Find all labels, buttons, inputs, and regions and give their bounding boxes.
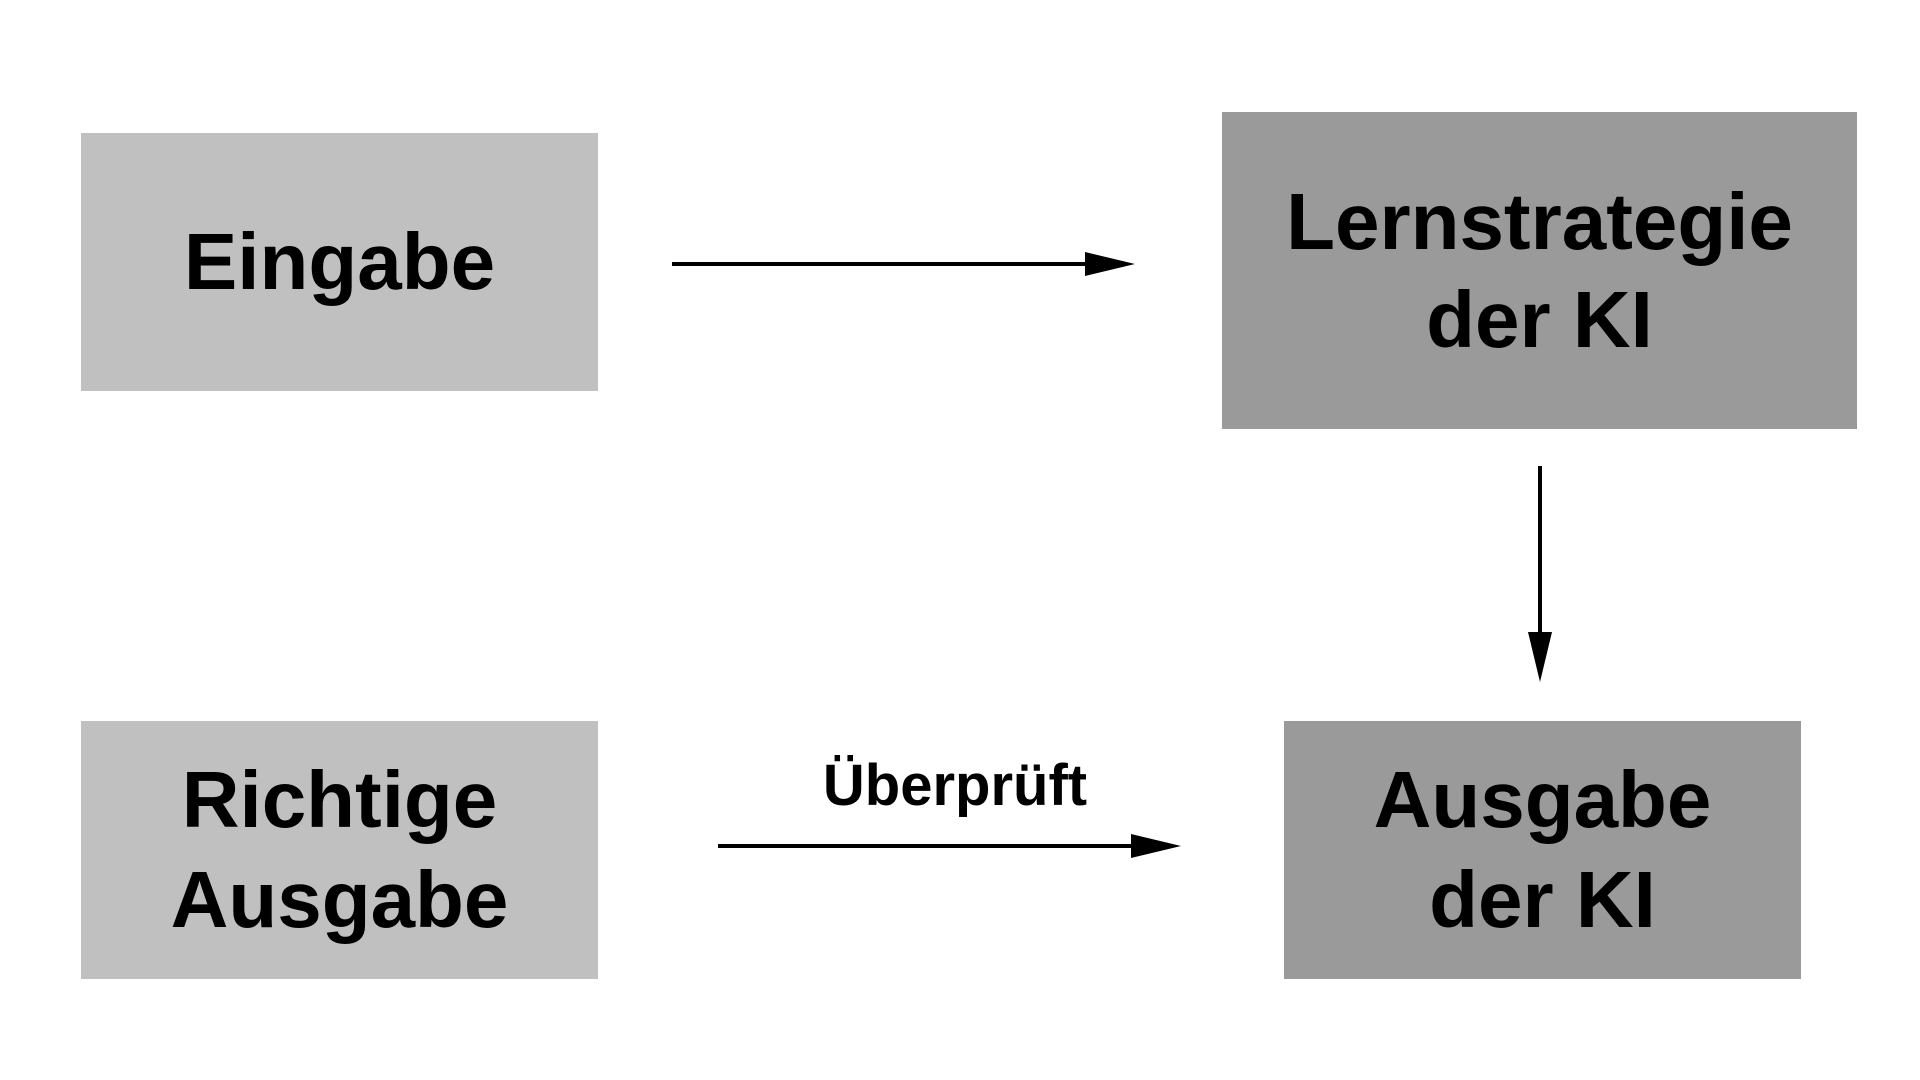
node-learning-strategy-label-line-2: der KI	[1426, 274, 1653, 364]
node-correct-output-label-line-2: Ausgabe	[170, 855, 509, 944]
node-ai-output: Ausgabe der KI	[1284, 721, 1801, 979]
node-correct-output: Richtige Ausgabe	[81, 721, 598, 979]
node-input-label: Eingabe	[183, 217, 496, 306]
node-ai-output-label-line-1: Ausgabe	[1373, 755, 1712, 844]
edge-label-checks: Überprüft	[822, 753, 1088, 818]
node-learning-strategy: Lernstrategie der KI	[1222, 112, 1857, 429]
arrow-strategy-to-ai-output	[1528, 466, 1552, 682]
node-learning-strategy-label-line-1: Lernstrategie	[1286, 176, 1793, 266]
node-ai-output-label-line-2: der KI	[1429, 855, 1656, 944]
arrow-input-to-strategy	[672, 252, 1135, 276]
node-input: Eingabe	[81, 133, 598, 391]
node-correct-output-label-line-1: Richtige	[181, 755, 498, 844]
arrow-correct-to-ai-output	[718, 834, 1181, 858]
